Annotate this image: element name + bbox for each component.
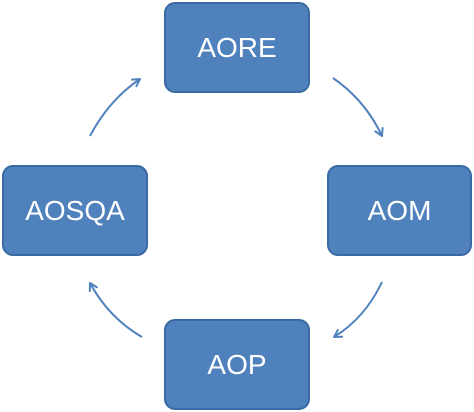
node-aom-label: AOM — [367, 194, 432, 226]
node-aop-label: AOP — [207, 348, 267, 380]
node-aore-label: AORE — [197, 31, 277, 63]
arrow-aosqa-to-aore — [89, 78, 141, 137]
arrow-aore-to-aom — [332, 77, 384, 137]
node-aom: AOM — [327, 165, 472, 256]
arrow-aop-to-aosqa — [88, 282, 143, 338]
node-aore: AORE — [164, 2, 310, 93]
arrow-aom-to-aop — [333, 281, 383, 338]
node-aosqa-label: AOSQA — [25, 194, 125, 226]
node-aosqa: AOSQA — [2, 165, 148, 256]
node-aop: AOP — [164, 319, 310, 410]
